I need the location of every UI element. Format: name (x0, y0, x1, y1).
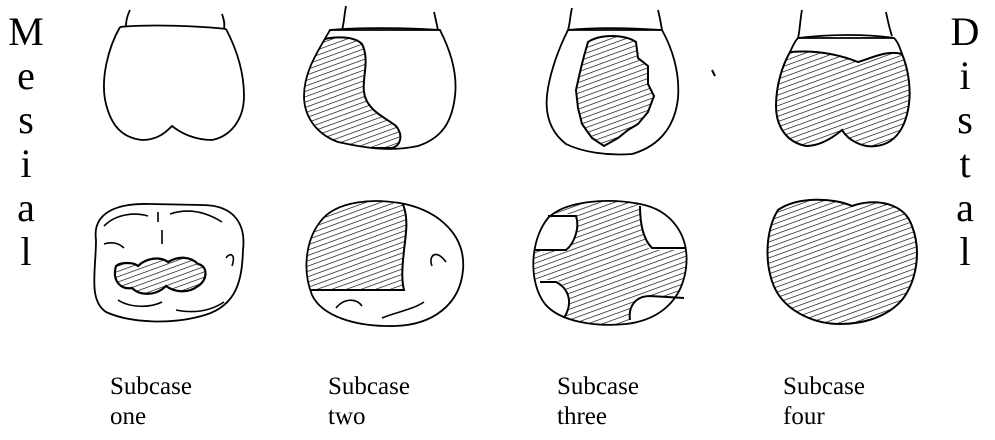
subcase-one-occlusal-view (94, 204, 243, 322)
caption-line: two (328, 402, 468, 432)
caption-subcase-three: Subcase three (557, 372, 697, 432)
caption-subcase-four: Subcase four (783, 372, 923, 432)
subcase-three-occlusal-view (530, 190, 700, 340)
caption-line: three (557, 402, 697, 432)
caption-subcase-one: Subcase one (110, 372, 250, 432)
subcase-two-occlusal-view (300, 190, 463, 326)
lesion-crown (776, 51, 910, 146)
caption-line: four (783, 402, 923, 432)
caption-line: Subcase (557, 372, 697, 402)
root-outline (568, 8, 662, 30)
stray-mark (712, 70, 715, 76)
subcase-four-occlusal-view (768, 200, 917, 324)
caption-line: Subcase (110, 372, 250, 402)
lesion-proximal (300, 37, 400, 148)
subcase-two-side-view (300, 6, 456, 149)
lesion-occlusal (115, 258, 206, 294)
subcase-four-side-view (776, 10, 910, 146)
lesion-occlusal (768, 200, 917, 324)
cej-line (120, 26, 226, 29)
root-outline (342, 6, 438, 30)
crown-outline (104, 27, 244, 140)
lesion-proximal (576, 36, 654, 146)
caption-line: one (110, 402, 250, 432)
subcase-one-side-view (104, 10, 244, 140)
caption-line: Subcase (328, 372, 468, 402)
root-outline (798, 10, 892, 38)
caption-line: Subcase (783, 372, 923, 402)
subcase-three-side-view (547, 8, 715, 155)
lesion-occlusal (300, 190, 406, 290)
caption-subcase-two: Subcase two (328, 372, 468, 432)
